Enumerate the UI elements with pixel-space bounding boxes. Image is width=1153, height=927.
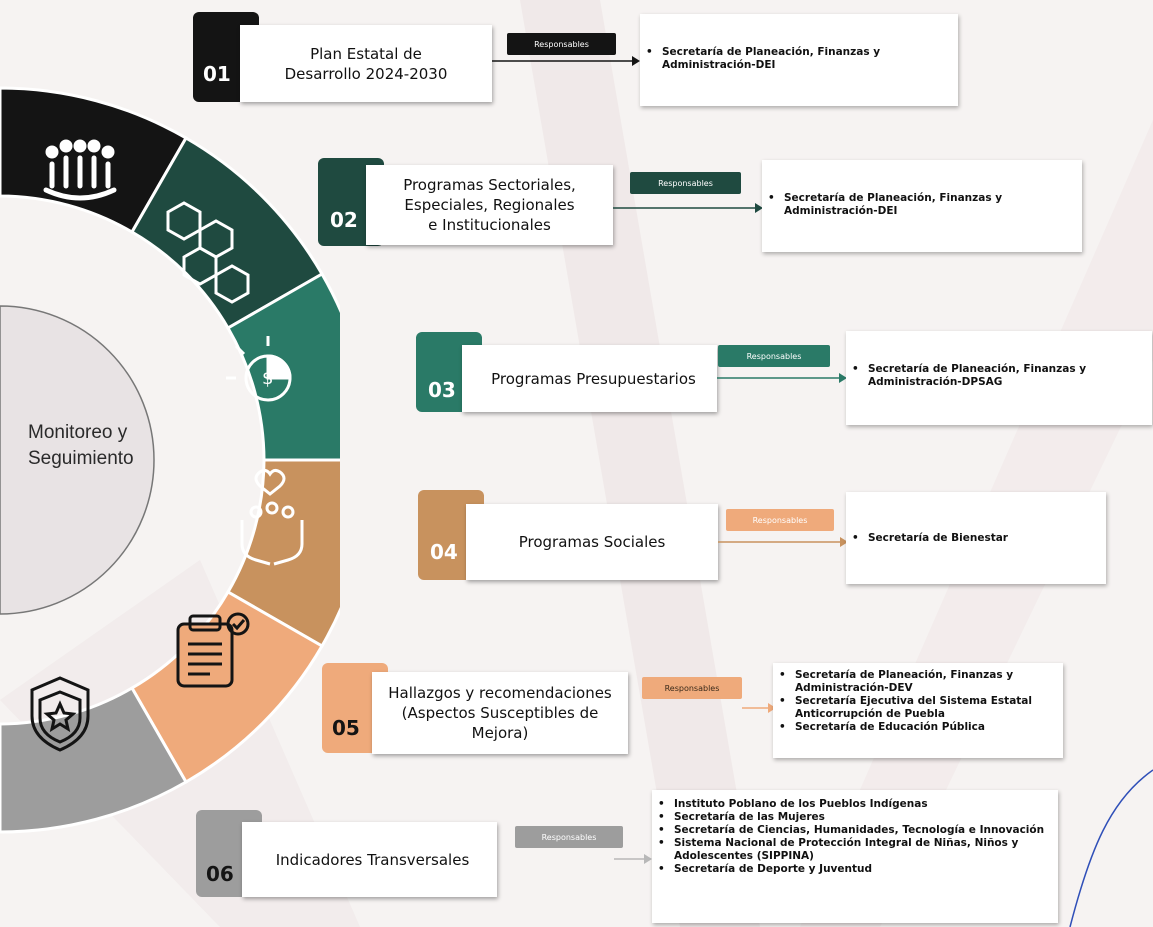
row-5-number: 05 (332, 716, 360, 740)
center-label: Monitoreo y Seguimiento (28, 420, 178, 472)
row-1-responsable: Secretaría de Planeación, Finanzas y Adm… (646, 46, 958, 72)
row-5-responsable: Secretaría Ejecutiva del Sistema Estatal… (779, 695, 1063, 721)
row-6-responsable: Instituto Poblano de los Pueblos Indígen… (658, 798, 1058, 811)
center-label-line2: Seguimiento (28, 448, 134, 469)
money-pie-chart-icon: $ (226, 336, 292, 402)
row-6-responsables-pill: Responsables (515, 826, 623, 848)
row-6-number: 06 (206, 862, 234, 886)
row-3-responsables-pill: Responsables (718, 345, 830, 367)
row-2-responsables-box: Secretaría de Planeación, Finanzas y Adm… (762, 160, 1082, 252)
row-2-title: Programas Sectoriales, Especiales, Regio… (366, 165, 613, 245)
row-5-title: Hallazgos y recomendaciones (Aspectos Su… (372, 672, 628, 754)
row-3-responsable: Secretaría de Planeación, Finanzas y Adm… (852, 363, 1152, 389)
row-6-responsables-box: Instituto Poblano de los Pueblos Indígen… (652, 790, 1058, 923)
row-1-responsables-box: Secretaría de Planeación, Finanzas y Adm… (640, 14, 958, 106)
row-3-number: 03 (428, 378, 456, 402)
row-5-responsable: Secretaría de Planeación, Finanzas y Adm… (779, 669, 1063, 695)
row-3-arrow (717, 373, 847, 383)
row-5-responsables-pill: Responsables (642, 677, 742, 699)
row-2-number: 02 (330, 208, 358, 232)
row-4-responsable: Secretaría de Bienestar (852, 532, 1106, 545)
row-2-responsables-pill: Responsables (630, 172, 741, 194)
shield-star-icon (30, 676, 90, 752)
checklist-icon (176, 612, 250, 688)
row-4-arrow (718, 537, 848, 547)
row-1-arrow (492, 56, 640, 66)
row-6-responsable: Sistema Nacional de Protección Integral … (658, 837, 1058, 863)
row-1-responsables-pill: Responsables (507, 33, 616, 55)
row-1-title: Plan Estatal de Desarrollo 2024-2030 (240, 25, 492, 102)
row-3-title: Programas Presupuestarios (462, 345, 717, 412)
row-5-arrow (742, 703, 776, 713)
row-2-arrow (613, 203, 763, 213)
row-4-number: 04 (430, 540, 458, 564)
people-network-icon (43, 139, 117, 201)
center-label-line1: Monitoreo y (28, 422, 128, 443)
row-2-responsable: Secretaría de Planeación, Finanzas y Adm… (768, 192, 1082, 218)
row-6-title: Indicadores Transversales (242, 822, 497, 897)
row-6-responsable: Secretaría de Deporte y Juventud (658, 863, 1058, 876)
hands-community-icon (240, 468, 304, 566)
wheel-center (0, 305, 155, 615)
row-6-arrow (614, 854, 652, 864)
row-1-number: 01 (203, 62, 231, 86)
row-6-responsable: Secretaría de Ciencias, Humanidades, Tec… (658, 824, 1058, 837)
row-4-responsables-pill: Responsables (726, 509, 834, 531)
row-4-responsables-box: Secretaría de Bienestar (846, 492, 1106, 584)
row-5-responsables-box: Secretaría de Planeación, Finanzas y Adm… (773, 663, 1063, 758)
svg-text:$: $ (262, 368, 273, 389)
row-5-responsable: Secretaría de Educación Pública (779, 721, 1063, 734)
wheel-segment-6 (0, 685, 189, 834)
row-6-responsable: Secretaría de las Mujeres (658, 811, 1058, 824)
cubes-icon (166, 201, 250, 304)
row-3-responsables-box: Secretaría de Planeación, Finanzas y Adm… (846, 331, 1152, 425)
row-4-title: Programas Sociales (466, 504, 718, 580)
wheel-diagram: $ (0, 86, 340, 834)
